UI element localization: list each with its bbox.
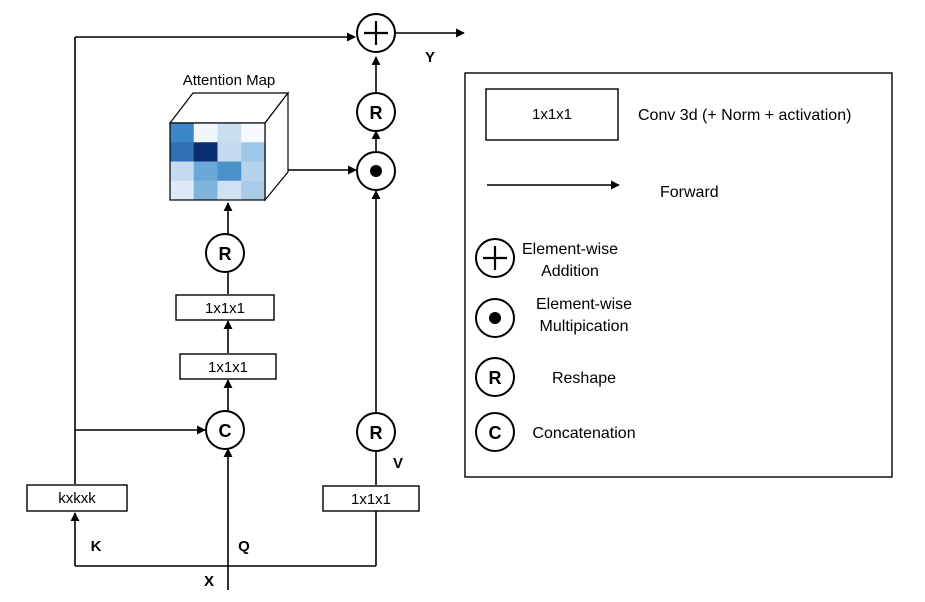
attention-heatmap	[170, 123, 266, 201]
legend-add-desc-1: Element-wise	[522, 241, 618, 258]
kxkxk-box: kxkxk	[26, 484, 128, 512]
legend-conv-box-label: 1x1x1	[532, 106, 572, 123]
heatmap-cell	[217, 180, 242, 201]
reshape-op-q-label: R	[219, 244, 232, 264]
heatmap-cell	[170, 123, 195, 143]
legend-conv-box	[485, 88, 619, 141]
heatmap-cell	[193, 123, 218, 143]
label-x: X	[204, 573, 214, 590]
q-conv-1-label: 1x1x1	[208, 359, 248, 376]
v-conv-label: 1x1x1	[351, 491, 391, 508]
legend-reshape-icon	[475, 357, 515, 397]
legend-reshape-symbol: R	[489, 368, 502, 388]
heatmap-cell	[170, 161, 195, 182]
legend: 1x1x1 Conv 3d (+ Norm + activation) Forw…	[464, 72, 893, 478]
concat-op-label: C	[219, 421, 232, 441]
heatmap-cell	[241, 123, 266, 143]
add-op	[356, 13, 396, 53]
attention-map-cube	[168, 91, 290, 202]
heatmap-cell	[193, 180, 218, 201]
concat-op: C	[205, 410, 245, 450]
reshape-op-out-label: R	[370, 103, 383, 123]
reshape-op-out: R	[356, 92, 396, 132]
reshape-op-v-label: R	[370, 423, 383, 443]
legend-forward-desc: Forward	[660, 184, 719, 201]
connections	[70, 28, 465, 590]
legend-conv-desc: Conv 3d (+ Norm + activation)	[638, 107, 851, 124]
heatmap-cell	[193, 142, 218, 162]
legend-concat-icon	[475, 412, 515, 452]
heatmap-cell	[170, 142, 195, 162]
legend-add-desc-2: Addition	[541, 263, 599, 280]
heatmap-cell	[241, 161, 266, 182]
multiply-op	[356, 151, 396, 191]
heatmap-cell	[241, 142, 266, 162]
attention-map-title: Attention Map	[183, 72, 276, 89]
label-v: V	[393, 455, 403, 472]
heatmap-cell	[193, 161, 218, 182]
q-conv-2-label: 1x1x1	[205, 300, 245, 317]
legend-concat-desc: Concatenation	[532, 425, 635, 442]
v-conv-box: 1x1x1	[322, 485, 420, 512]
legend-reshape-desc: Reshape	[552, 370, 616, 387]
heatmap-cell	[217, 142, 242, 162]
multiply-dot-icon	[370, 165, 382, 177]
heatmap-cell	[170, 180, 195, 201]
kxkxk-label: kxkxk	[58, 490, 96, 507]
q-conv-box-2: 1x1x1	[175, 294, 275, 321]
label-y: Y	[425, 49, 435, 66]
q-conv-box-1: 1x1x1	[179, 353, 277, 380]
heatmap-cell	[217, 123, 242, 143]
legend-concat-symbol: C	[489, 423, 502, 443]
label-q: Q	[238, 538, 250, 555]
heatmap-cell	[217, 161, 242, 182]
label-k: K	[91, 538, 102, 555]
legend-mul-desc-2: Multipication	[540, 318, 629, 335]
reshape-op-q: R	[205, 233, 245, 273]
legend-mul-desc-1: Element-wise	[536, 296, 632, 313]
reshape-op-v: R	[356, 412, 396, 452]
heatmap-cell	[241, 180, 266, 201]
